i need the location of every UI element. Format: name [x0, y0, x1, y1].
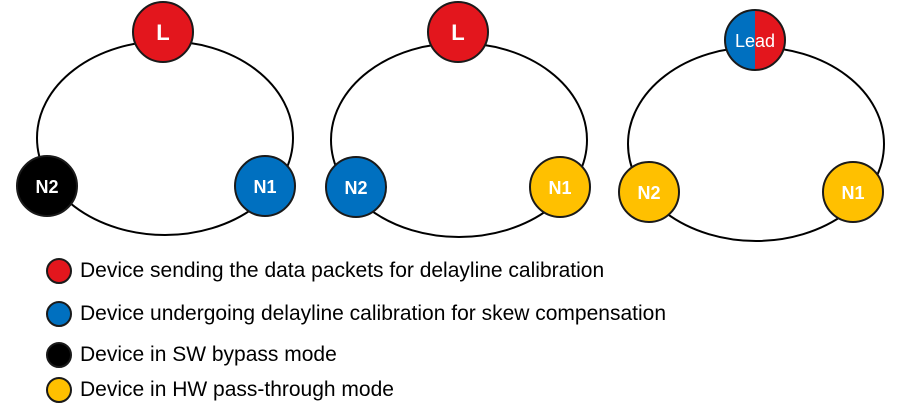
node-circle: [822, 161, 884, 223]
node-circle: [724, 9, 786, 71]
legend-item-hw-passthrough: Device in HW pass-through mode: [46, 376, 394, 404]
node-circle: [16, 155, 78, 217]
node-right: N1: [234, 155, 296, 217]
node-right: N1: [529, 156, 591, 218]
ring-diagram-1: L N1 N2: [16, 1, 296, 236]
node-label: N1: [253, 177, 276, 197]
node-label: N1: [841, 183, 864, 203]
node-top: Lead: [724, 9, 786, 71]
ring-diagram-3: Lead N1 N2: [618, 9, 885, 242]
node-label: N2: [637, 183, 660, 203]
yellow-dot-icon: [46, 377, 72, 403]
black-dot-icon: [46, 342, 72, 368]
node-circle: [618, 161, 680, 223]
node-top: L: [427, 1, 489, 63]
node-circle: [234, 155, 296, 217]
legend-label: Device in SW bypass mode: [80, 343, 337, 366]
node-circle: [427, 1, 489, 63]
node-label: N2: [344, 178, 367, 198]
node-top: L: [132, 1, 194, 63]
legend-label: Device sending the data packets for dela…: [80, 259, 605, 282]
node-label: N2: [35, 177, 58, 197]
node-left: N2: [325, 156, 387, 218]
red-dot-icon: [46, 258, 72, 284]
legend-item-calibrating: Device undergoing delayline calibration …: [46, 300, 666, 328]
node-label: Lead: [735, 31, 775, 51]
node-label: L: [451, 20, 464, 45]
legend-label: Device undergoing delayline calibration …: [80, 302, 667, 325]
ring-diagram-2: L N1 N2: [325, 1, 591, 238]
node-circle: [529, 156, 591, 218]
node-left: N2: [16, 155, 78, 217]
node-label: L: [156, 20, 169, 45]
node-circle: [325, 156, 387, 218]
node-right: N1: [822, 161, 884, 223]
blue-dot-icon: [46, 301, 72, 327]
ring-diagrams: L N1 N2 L N1 N2: [16, 1, 885, 242]
legend-item-sw-bypass: Device in SW bypass mode: [46, 341, 337, 369]
node-label: N1: [548, 178, 571, 198]
node-left: N2: [618, 161, 680, 223]
node-circle: [132, 1, 194, 63]
legend-item-sending: Device sending the data packets for dela…: [46, 257, 604, 285]
legend-label: Device in HW pass-through mode: [80, 378, 394, 401]
